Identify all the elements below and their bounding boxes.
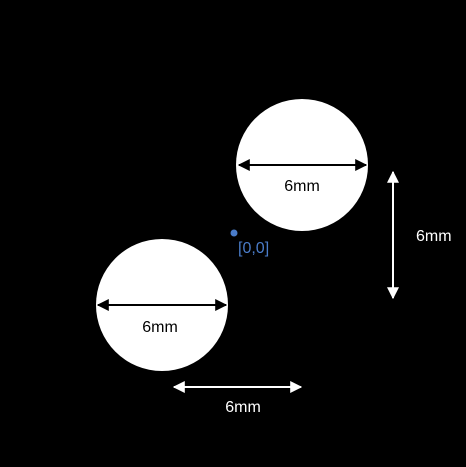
origin-dot: [230, 229, 238, 237]
vertical-spacing-label: 6mm: [416, 228, 452, 245]
lower-left-diameter-label: 6mm: [142, 319, 178, 336]
upper-right-diameter-label: 6mm: [284, 178, 320, 195]
horizontal-spacing-label: 6mm: [225, 399, 261, 416]
origin-label: [0,0]: [238, 240, 269, 257]
